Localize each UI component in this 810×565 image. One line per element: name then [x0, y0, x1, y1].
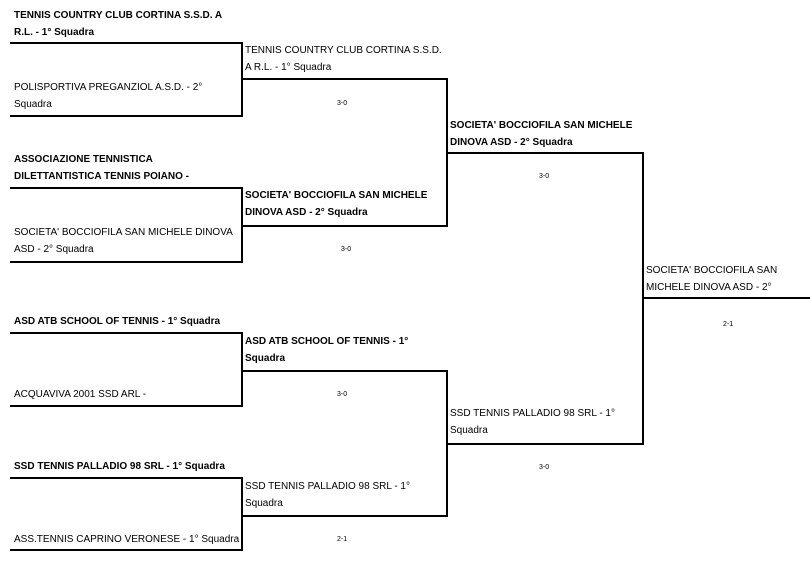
bracket-connector — [446, 78, 448, 227]
bracket-line — [10, 405, 243, 407]
match-score: 3-0 — [337, 391, 348, 398]
round2-winner-label: TENNIS COUNTRY CLUB CORTINA S.S.D. A R.L… — [245, 42, 442, 76]
team-label: ASS.TENNIS CAPRINO VERONESE - 1° Squadra — [14, 531, 239, 548]
bracket-connector — [241, 332, 243, 407]
team-name-line: ACQUAVIVA 2001 SSD ARL - — [14, 389, 147, 400]
team-name-line: SOCIETA' BOCCIOFILA SAN — [646, 265, 778, 276]
final-winner-label: SOCIETA' BOCCIOFILA SAN MICHELE DINOVA A… — [646, 262, 777, 296]
team-name-line: ASD ATB SCHOOL OF TENNIS - 1° — [245, 336, 409, 347]
bracket-line — [10, 477, 243, 479]
team-name-line: SSD TENNIS PALLADIO 98 SRL - 1° — [245, 481, 410, 492]
bracket-line — [644, 297, 810, 299]
team-name-line: SSD TENNIS PALLADIO 98 SRL - 1° — [450, 408, 615, 419]
semifinal-winner-label: SOCIETA' BOCCIOFILA SAN MICHELE DINOVA A… — [450, 117, 632, 151]
bracket-connector — [241, 477, 243, 551]
bracket-connector — [241, 187, 243, 263]
bracket-line — [10, 261, 243, 263]
match-score: 3-0 — [539, 173, 550, 180]
match-score: 3-0 — [337, 100, 348, 107]
team-label: POLISPORTIVA PREGANZIOL A.S.D. - 2° Squa… — [14, 79, 202, 113]
bracket-line — [10, 42, 243, 44]
team-name-line: ASS.TENNIS CAPRINO VERONESE - 1° Squadra — [14, 534, 240, 545]
round2-winner-label: SOCIETA' BOCCIOFILA SAN MICHELE DINOVA A… — [245, 187, 427, 221]
bracket-line — [10, 187, 243, 189]
bracket-line — [10, 115, 243, 117]
team-name-line: DILETTANTISTICA TENNIS POIANO - — [14, 171, 189, 182]
bracket-connector — [241, 42, 243, 117]
team-name-line: DINOVA ASD - 2° Squadra — [245, 207, 368, 218]
bracket-line — [10, 332, 243, 334]
team-name-line: SOCIETA' BOCCIOFILA SAN MICHELE DINOVA — [14, 227, 233, 238]
team-name-line: SOCIETA' BOCCIOFILA SAN MICHELE — [450, 120, 633, 131]
team-label: ACQUAVIVA 2001 SSD ARL - — [14, 386, 146, 403]
bracket-line — [243, 78, 448, 80]
round2-winner-label: ASD ATB SCHOOL OF TENNIS - 1° Squadra — [245, 333, 408, 367]
round2-winner-label: SSD TENNIS PALLADIO 98 SRL - 1° Squadra — [245, 478, 410, 512]
team-name-line: TENNIS COUNTRY CLUB CORTINA S.S.D. — [245, 45, 442, 56]
bracket-line — [10, 549, 243, 551]
bracket-line — [448, 152, 644, 154]
team-name-line: ASD - 2° Squadra — [14, 244, 94, 255]
match-score: 2-1 — [337, 536, 348, 543]
team-label: SSD TENNIS PALLADIO 98 SRL - 1° Squadra — [14, 458, 225, 475]
bracket-line — [243, 515, 448, 517]
team-name-line: ASSOCIAZIONE TENNISTICA — [14, 154, 153, 165]
team-name-line: SOCIETA' BOCCIOFILA SAN MICHELE — [245, 190, 428, 201]
team-name-line: R.L. - 1° Squadra — [14, 27, 95, 38]
team-name-line: Squadra — [14, 99, 52, 110]
team-name-line: A R.L. - 1° Squadra — [245, 62, 332, 73]
bracket-line — [243, 225, 448, 227]
match-score: 3-0 — [539, 464, 550, 471]
bracket-line — [243, 370, 448, 372]
bracket-line — [448, 443, 644, 445]
team-name-line: DINOVA ASD - 2° Squadra — [450, 137, 573, 148]
bracket-connector — [642, 152, 644, 445]
match-score: 3-0 — [341, 246, 352, 253]
match-score: 2-1 — [723, 321, 734, 328]
team-label: SOCIETA' BOCCIOFILA SAN MICHELE DINOVA A… — [14, 224, 233, 258]
team-name-line: Squadra — [245, 353, 286, 364]
team-name-line: Squadra — [245, 498, 283, 509]
team-name-line: ASD ATB SCHOOL OF TENNIS - 1° Squadra — [14, 316, 221, 327]
semifinal-winner-label: SSD TENNIS PALLADIO 98 SRL - 1° Squadra — [450, 405, 615, 439]
team-label: ASSOCIAZIONE TENNISTICA DILETTANTISTICA … — [14, 151, 189, 185]
bracket-connector — [446, 370, 448, 517]
team-name-line: SSD TENNIS PALLADIO 98 SRL - 1° Squadra — [14, 461, 225, 472]
team-name-line: Squadra — [450, 425, 488, 436]
team-name-line: TENNIS COUNTRY CLUB CORTINA S.S.D. A — [14, 10, 223, 21]
team-label: ASD ATB SCHOOL OF TENNIS - 1° Squadra — [14, 313, 220, 330]
team-label: TENNIS COUNTRY CLUB CORTINA S.S.D. A R.L… — [14, 7, 222, 41]
team-name-line: POLISPORTIVA PREGANZIOL A.S.D. - 2° — [14, 82, 203, 93]
team-name-line: MICHELE DINOVA ASD - 2° — [646, 282, 772, 293]
